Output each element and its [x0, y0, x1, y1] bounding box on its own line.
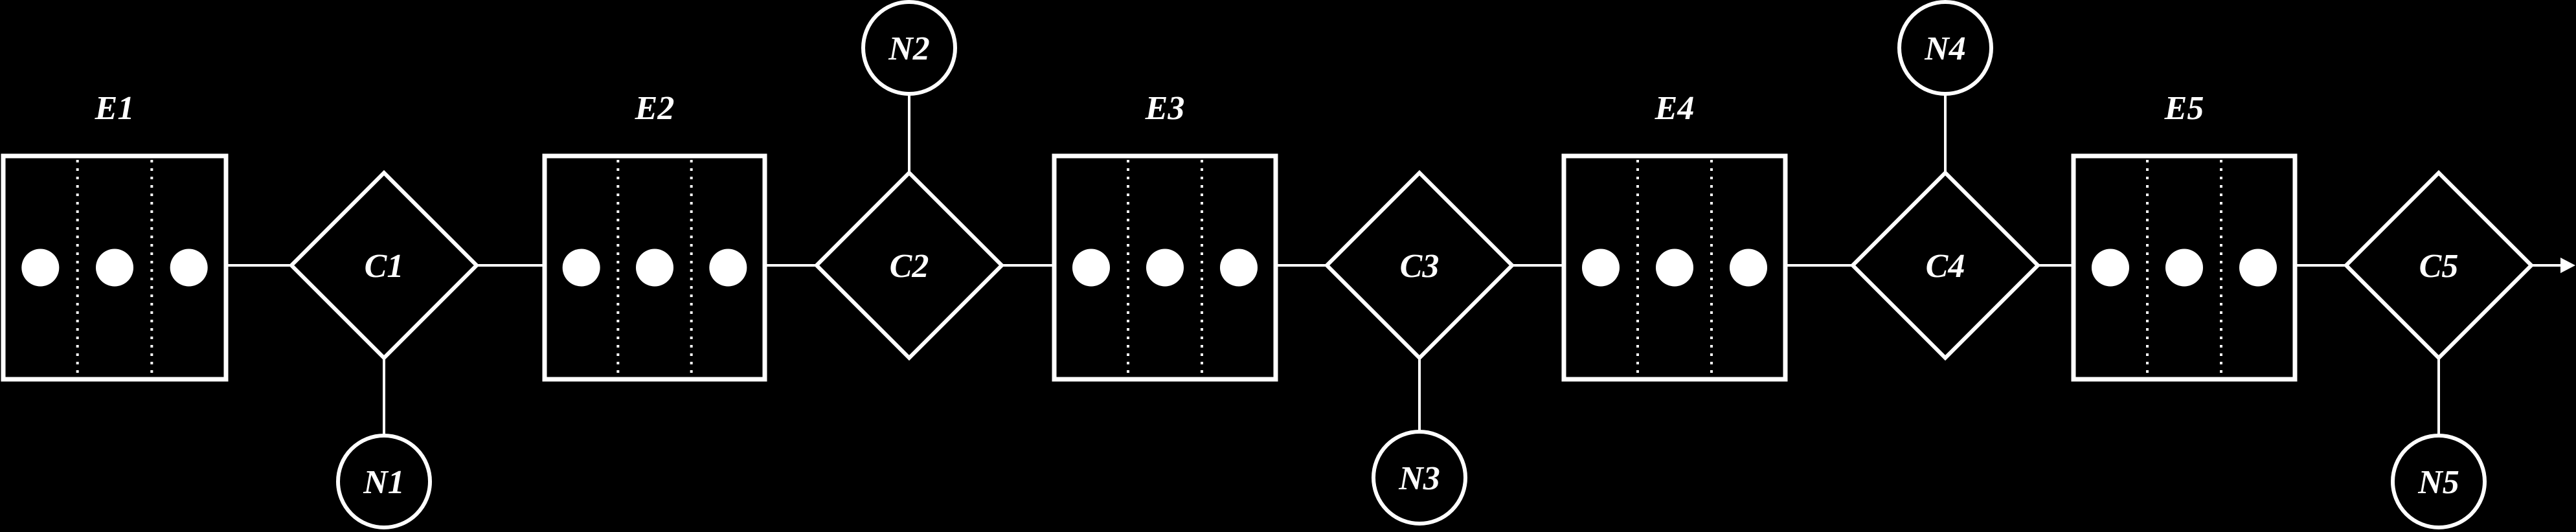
entity-label-e2: E2: [635, 90, 675, 127]
circle-label-n3: N3: [1398, 460, 1440, 497]
node-circle-n1: [336, 434, 432, 529]
queue-dot: [1656, 249, 1693, 287]
node-circle-n3: [1372, 430, 1467, 526]
queue-dot: [636, 249, 673, 287]
diamond-label-c5: C5: [2419, 248, 2459, 285]
queue-dot: [170, 249, 208, 287]
node-circle-n2: [861, 0, 957, 96]
diamond-label-c1: C1: [365, 248, 404, 285]
diamond-label-c2: C2: [890, 248, 929, 285]
diamond-label-c4: C4: [1926, 248, 1965, 285]
entity-label-e5: E5: [2164, 90, 2204, 127]
relationship-diamond-c3: [1324, 170, 1515, 361]
relationship-diamond-c1: [288, 170, 480, 361]
queue-dot: [562, 249, 600, 287]
node-circle-n5: [2391, 434, 2487, 529]
circle-label-n2: N2: [888, 30, 930, 67]
node-circle-n4: [1897, 0, 1993, 96]
arrow-head-icon: [2560, 258, 2575, 273]
queue-dot: [21, 249, 60, 287]
queue-dot: [2092, 249, 2129, 287]
circle-label-n5: N5: [2417, 464, 2459, 501]
entity-label-e1: E1: [95, 90, 135, 127]
relationship-diamond-c4: [1849, 170, 2041, 361]
queue-dot: [96, 249, 133, 287]
queue-dot: [2165, 249, 2203, 287]
queue-dot: [1072, 249, 1110, 287]
entity-label-e4: E4: [1655, 90, 1695, 127]
queue-dot: [1146, 249, 1184, 287]
queue-dot: [1220, 249, 1258, 287]
queue-dot: [709, 249, 747, 287]
queue-dot: [1582, 249, 1620, 287]
diamond-label-c3: C3: [1400, 248, 1440, 285]
circle-label-n4: N4: [1924, 30, 1966, 67]
queue-dot: [1730, 249, 1767, 287]
entity-label-e3: E3: [1145, 90, 1185, 127]
relationship-diamond-c2: [813, 170, 1005, 361]
queue-dot: [2239, 249, 2277, 287]
relationship-diamond-c5: [2343, 170, 2535, 361]
circle-label-n1: N1: [363, 464, 405, 501]
